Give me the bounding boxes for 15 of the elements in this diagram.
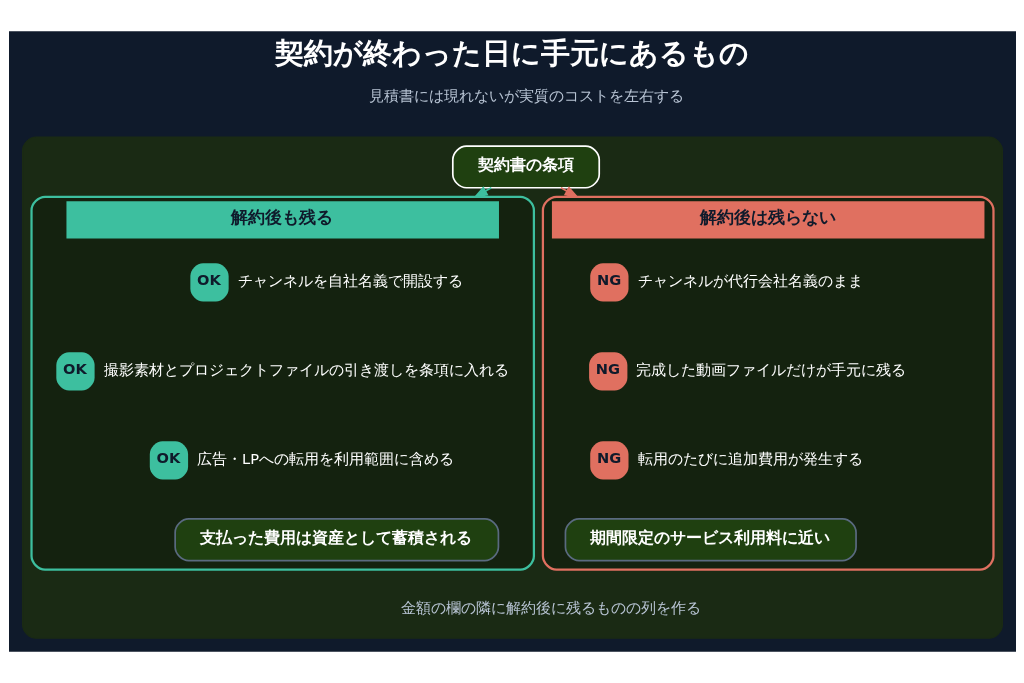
label: 見積書には現れないが実質のコストを左右する [368,87,684,105]
node-label: 完成した動画ファイルだけが手元に残る [635,361,906,379]
node-label: チャンネルが代行会社名義のまま [637,272,863,290]
diagram-title: 契約が終わった日に手元にあるもの [274,35,749,70]
node-label: 転用のたびに追加費用が発生する [637,450,863,468]
node-box: 契約書の条項 [451,145,600,189]
node-box: 支払った費用は資産として蓄積される [173,518,499,562]
cluster [21,136,1003,639]
node-label: 広告・LPへの転用を利用範囲に含める [196,450,454,468]
node-label: チャンネルを自社名義で開設する [237,272,463,290]
node-label: 撮影素材とプロジェクトファイルの引き渡しを条項に入れる [103,361,509,379]
node-box: 期間限定のサービス利用料に近い [564,518,857,562]
arrow [472,186,492,199]
label: 金額の欄の隣に解約後に残るものの列を作る [400,598,701,616]
arrow [559,186,579,198]
